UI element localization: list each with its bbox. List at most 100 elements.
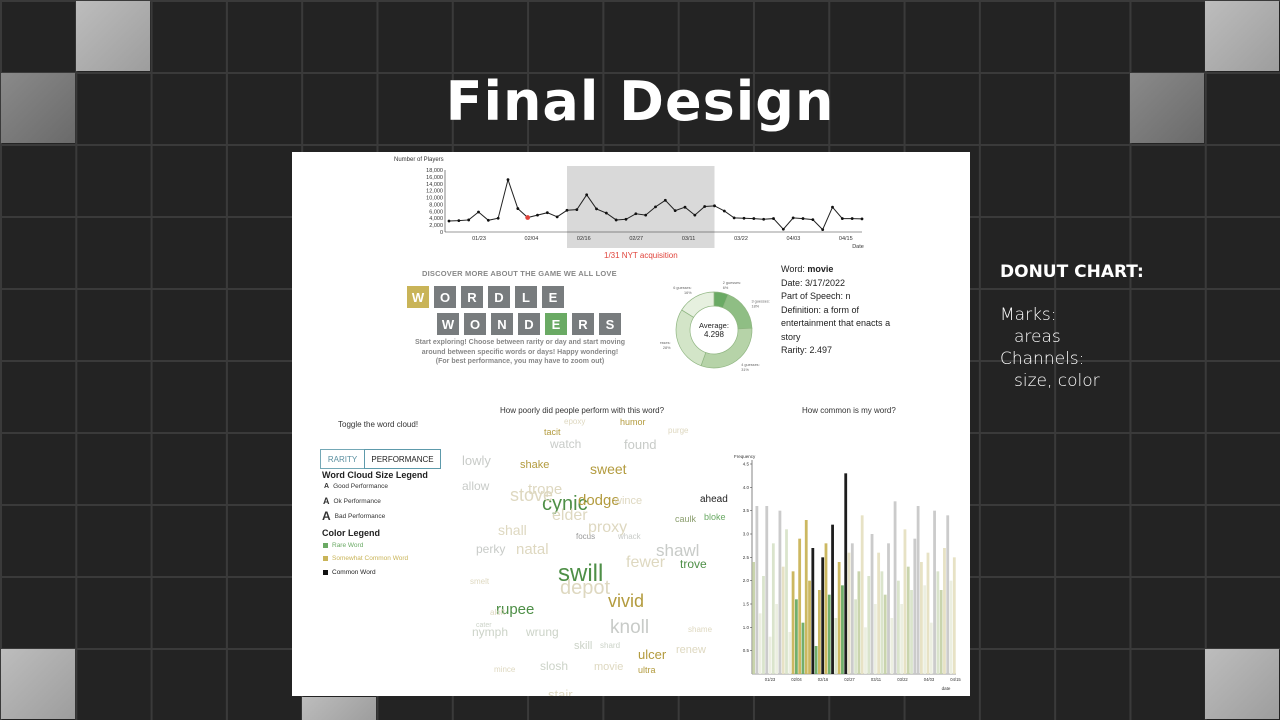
cloud-word[interactable]: epoxy xyxy=(564,417,586,426)
cloud-word[interactable]: smelt xyxy=(470,577,490,586)
bar xyxy=(837,562,841,674)
y-tick-label: 16,000 xyxy=(426,175,443,181)
rarity-button[interactable]: RARITY xyxy=(320,449,364,469)
cloud-word[interactable]: tacit xyxy=(544,427,561,437)
cloud-word[interactable]: fewer xyxy=(626,554,666,571)
bar xyxy=(926,552,930,674)
x-tick-label: 04/03 xyxy=(787,236,801,242)
data-point xyxy=(673,209,677,213)
cloud-word[interactable]: shall xyxy=(498,522,527,538)
cloud-word[interactable]: perky xyxy=(476,542,506,556)
cloud-word[interactable]: mince xyxy=(494,665,516,674)
cloud-word[interactable]: aloft xyxy=(490,608,506,617)
data-point xyxy=(604,211,608,215)
background-tile xyxy=(1205,1,1279,71)
cloud-word[interactable]: watch xyxy=(550,437,582,451)
data-point xyxy=(703,205,707,208)
bar xyxy=(929,622,933,674)
bar xyxy=(939,590,943,674)
cloud-word[interactable]: rupee xyxy=(496,601,535,618)
cloud-word[interactable]: lowly xyxy=(462,453,491,468)
bar-chart[interactable]: Frequency4.54.03.53.02.52.01.51.00.501/2… xyxy=(732,450,966,696)
bar xyxy=(768,636,772,674)
size-symbol: A xyxy=(324,483,330,490)
data-point xyxy=(663,198,667,202)
line-chart[interactable]: 18,00016,00014,00012,00010,0008,0006,000… xyxy=(387,164,877,252)
cloud-word[interactable]: vivid xyxy=(608,591,645,611)
discover-heading: DISCOVER MORE ABOUT THE GAME WE ALL LOVE xyxy=(422,269,617,278)
cloud-word[interactable]: natal xyxy=(516,541,549,558)
cloud-word[interactable]: movie xyxy=(594,661,624,673)
cloud-word[interactable]: ultra xyxy=(638,665,656,675)
cloud-word[interactable]: swill xyxy=(558,560,604,587)
performance-button[interactable]: PERFORMANCE xyxy=(364,449,441,469)
cloud-word[interactable]: wince xyxy=(614,495,643,507)
cloud-word[interactable]: ahead xyxy=(700,494,728,505)
cloud-word[interactable]: caulk xyxy=(675,514,697,524)
y-tick-label: 6,000 xyxy=(429,209,443,215)
pos-line: Part of Speech: n xyxy=(781,291,851,301)
cloud-word[interactable]: shawl xyxy=(656,541,700,560)
x-tick-label: 03/22 xyxy=(734,236,748,242)
data-point xyxy=(525,215,531,220)
cloud-word[interactable]: focus xyxy=(576,532,596,541)
cloud-word[interactable]: knoll xyxy=(610,617,650,638)
data-point xyxy=(840,217,844,220)
cloud-word[interactable]: nymph xyxy=(472,625,509,639)
cloud-word[interactable]: depot xyxy=(560,577,611,599)
x-tick-label: 01/23 xyxy=(472,236,486,242)
background-tile xyxy=(76,1,150,71)
cloud-word[interactable]: elder xyxy=(552,507,588,524)
cloud-word[interactable]: proxy xyxy=(588,519,628,536)
cloud-word[interactable]: wrung xyxy=(526,625,559,639)
bar xyxy=(827,594,831,674)
data-point xyxy=(732,216,736,220)
cloud-word[interactable]: dodge xyxy=(578,492,620,509)
cloud-word[interactable]: trove xyxy=(680,557,707,571)
cloud-word[interactable]: found xyxy=(624,437,657,452)
cloud-word[interactable]: humor xyxy=(620,417,646,427)
cloud-word[interactable]: cater xyxy=(476,622,492,629)
bar-x-axis-label: date xyxy=(942,686,951,691)
bar xyxy=(811,548,815,674)
data-point xyxy=(585,193,589,197)
cloud-word[interactable]: cynic xyxy=(542,493,588,515)
cloud-word[interactable]: ulcer xyxy=(638,647,667,662)
cloud-word[interactable]: purge xyxy=(668,426,689,435)
wordle-tile: W xyxy=(407,286,429,308)
bar xyxy=(870,534,874,674)
wordle-tile: N xyxy=(491,313,513,335)
color-legend-item: Somewhat Common Word xyxy=(323,555,408,562)
bar-y-tick-label: 4.5 xyxy=(743,462,750,467)
cloud-word[interactable]: slosh xyxy=(540,659,569,673)
cloud-word[interactable]: renew xyxy=(676,644,706,656)
cloud-word[interactable]: stove xyxy=(510,485,554,505)
cloud-word[interactable]: shake xyxy=(520,459,550,471)
bar xyxy=(791,571,795,674)
data-point xyxy=(791,216,795,220)
cloud-word[interactable]: shard xyxy=(600,641,621,650)
bar xyxy=(771,543,775,674)
cloud-word[interactable]: shame xyxy=(688,625,713,634)
bar xyxy=(794,599,798,674)
nyt-acquisition-annotation: 1/31 NYT acquisition xyxy=(604,251,678,260)
donut-chart[interactable]: 2 guesses:6%3 guesses:18%4 guesses:31%5 … xyxy=(660,280,780,380)
common-swatch xyxy=(323,570,328,575)
bar xyxy=(847,552,851,674)
bar xyxy=(890,618,894,674)
cloud-word[interactable]: sweet xyxy=(590,461,627,477)
wordle-tile: O xyxy=(464,313,486,335)
cloud-word[interactable]: stair xyxy=(548,687,573,696)
zoom-note: (For best performance, you may have to z… xyxy=(435,358,605,365)
cloud-word[interactable]: bloke xyxy=(704,512,726,522)
definition-line: Definition: a form of entertainment that… xyxy=(781,304,891,342)
bar-y-tick-label: 2.5 xyxy=(743,555,750,560)
cloud-word[interactable]: allow xyxy=(462,479,490,493)
cloud-word[interactable]: skill xyxy=(574,640,593,652)
size-legend-title: Word Cloud Size Legend xyxy=(322,470,428,480)
cloud-word[interactable]: trope xyxy=(528,481,563,498)
cloud-word[interactable]: whack xyxy=(618,532,641,541)
background-tile xyxy=(1205,649,1279,719)
bar xyxy=(910,590,913,674)
